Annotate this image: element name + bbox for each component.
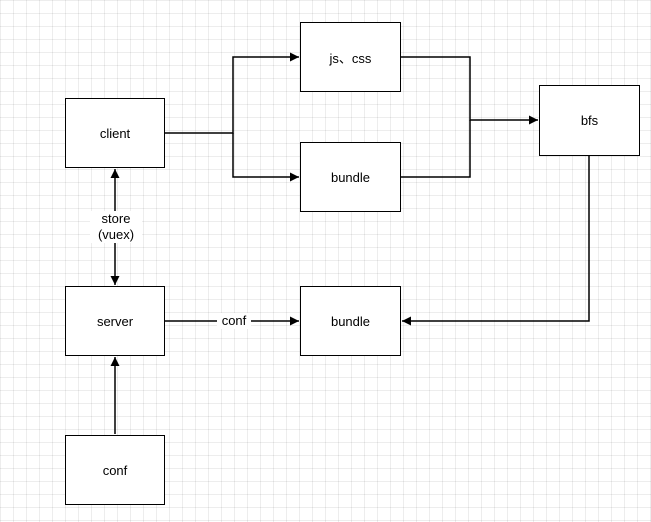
node-client: client — [65, 98, 165, 168]
edge-client-to-bundle-top — [232, 133, 299, 182]
node-server: server — [65, 286, 165, 356]
edge-jscss-to-bfs — [401, 56, 538, 125]
node-bfs: bfs — [539, 85, 640, 156]
node-bundle-bottom: bundle — [300, 286, 401, 356]
edge-label-store-vuex: store (vuex) — [90, 211, 142, 243]
node-conf: conf — [65, 435, 165, 505]
edge-label-store: store — [101, 211, 131, 226]
edge-label-vuex: (vuex) — [97, 227, 135, 242]
edge-bfs-to-bundle-bottom — [402, 156, 590, 326]
node-bundle-top: bundle — [300, 142, 401, 212]
edge-client-to-jscss — [165, 52, 299, 134]
edge-bundle-top-to-bfs — [401, 120, 471, 178]
edge-label-conf: conf — [217, 313, 251, 329]
node-jscss: js、css — [300, 22, 401, 92]
